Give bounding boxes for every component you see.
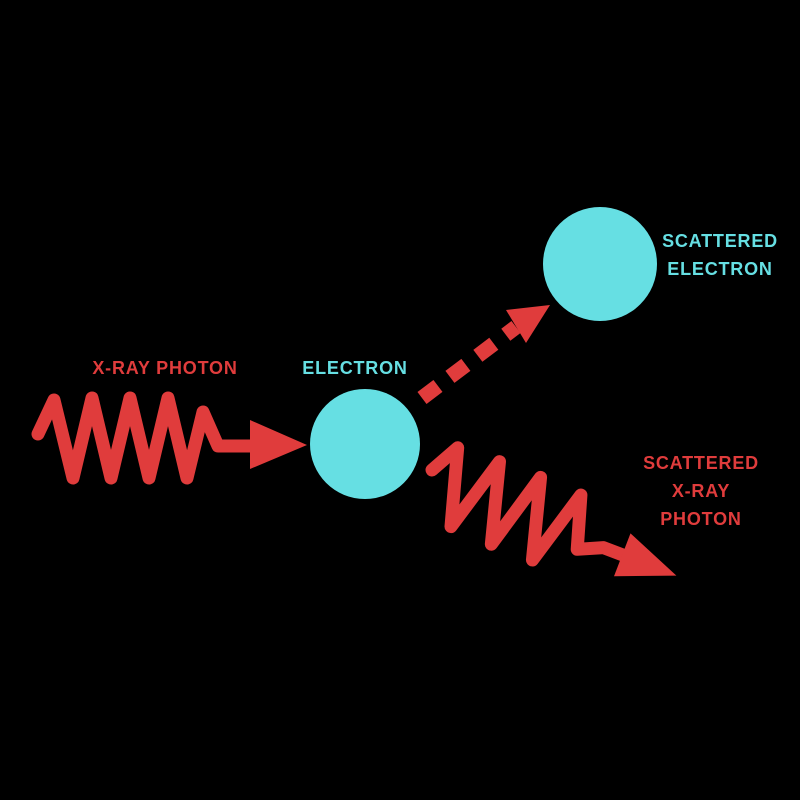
scattered-electron-arrowhead: [506, 305, 550, 343]
label-scattered-xray-photon-line1: SCATTERED: [643, 453, 759, 473]
scattered-photon-group: [425, 441, 677, 577]
label-scattered-electron-line2: ELECTRON: [667, 259, 773, 279]
scattered-photon-wave: [425, 441, 633, 567]
incoming-photon-arrowhead: [250, 420, 307, 469]
scattered-photon-arrowhead: [614, 533, 677, 577]
electron-circle: [310, 389, 420, 499]
label-electron: ELECTRON: [302, 358, 408, 378]
label-scattered-xray-photon-line2: X-RAY: [671, 481, 731, 501]
incoming-photon-wave: [31, 391, 257, 485]
label-scattered-xray-photon-line3: PHOTON: [660, 509, 742, 529]
label-xray-photon: X-RAY PHOTON: [92, 358, 238, 378]
scattered-electron-circle: [543, 207, 657, 321]
label-scattered-xray-photon: SCATTERED X-RAY PHOTON: [636, 449, 766, 533]
scattered-electron-arrow-dashes: [417, 321, 521, 404]
label-scattered-electron-line1: SCATTERED: [662, 231, 778, 251]
label-scattered-electron: SCATTERED ELECTRON: [653, 227, 787, 283]
